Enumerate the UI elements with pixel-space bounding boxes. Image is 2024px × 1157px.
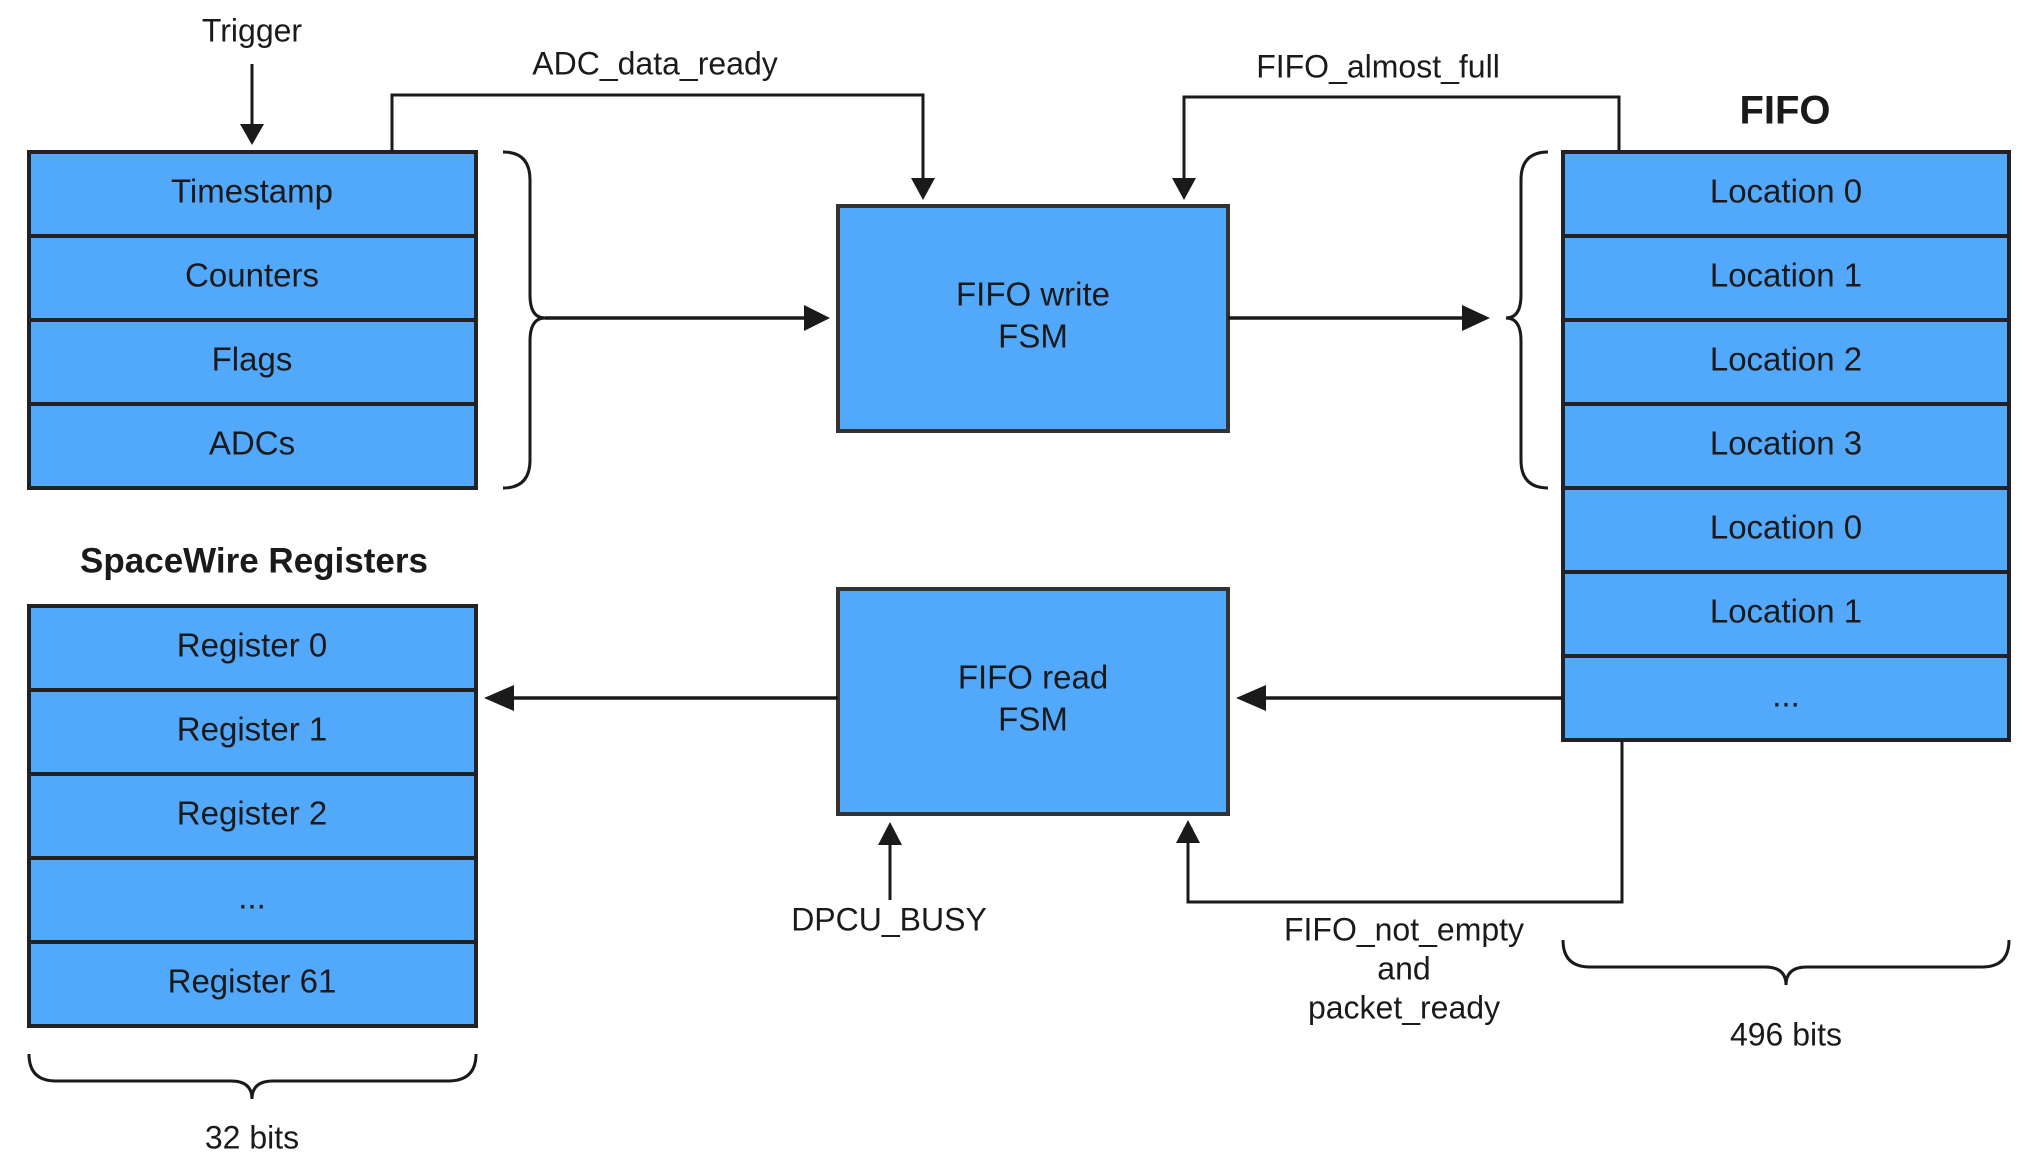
fifo-location-label: Location 0 [1710,509,1862,546]
fifo-input-brace [1505,150,1549,490]
fifo-location-label: Location 3 [1710,425,1862,462]
dpcu-busy-arrowhead [878,822,902,845]
fifo-almost-full-wire [1182,95,1621,182]
registers-width-label: 32 bits [205,1119,299,1155]
fifo-location-label: ... [1772,677,1800,714]
dpcu-busy-label: DPCU_BUSY [791,901,987,937]
fifo-location-row [1561,402,2011,490]
adc-data-ready-arrowhead [911,178,935,200]
trigger-label: Trigger [202,12,303,48]
register-label: ... [238,879,266,916]
fifo-almost-full-label: FIFO_almost_full [1256,48,1500,84]
register-label: Register 61 [168,963,337,1000]
registers-width-brace [27,1053,478,1100]
fifo-location-row [1561,150,2011,238]
read-fsm-to-registers-arrowhead [484,685,514,711]
fifo-location-label: Location 0 [1710,173,1862,210]
adcs-field-label: ADCs [209,425,295,462]
adc-data-ready-wire [390,93,925,182]
fifo-write-fsm-label-line2: FSM [998,318,1068,355]
fifo-not-empty-label-line1: FIFO_not_empty [1284,911,1524,947]
fifo-read-fsm [836,587,1230,816]
fifo-location-label: Location 1 [1710,257,1862,294]
register-row [27,604,478,692]
fifo-write-fsm-label-line1: FIFO write [956,276,1110,313]
input-record-block: Timestamp Counters Flags ADCs [27,150,478,490]
fifo-location-label: Location 2 [1710,341,1862,378]
register-row [27,688,478,776]
fifo-almost-full-arrowhead [1172,178,1196,200]
fifo-location-row [1561,486,2011,574]
fifo-read-fsm-label-line2: FSM [998,701,1068,738]
write-fsm-to-fifo-arrowhead [1462,305,1490,331]
adcs-field [27,402,478,490]
fifo-width-label: 496 bits [1730,1016,1842,1052]
register-row [27,856,478,944]
fifo-not-empty-label-line2: and [1377,950,1430,986]
register-label: Register 2 [177,795,327,832]
flags-field-label: Flags [212,341,293,378]
fifo-location-row [1561,318,2011,406]
timestamp-field-label: Timestamp [171,173,333,210]
fifo-width-brace [1561,939,2011,986]
counters-field-label: Counters [185,257,319,294]
register-row [27,772,478,860]
fifo-not-empty-wire [1186,740,1624,904]
trigger-arrowhead [240,124,264,145]
fifo-location-label: Location 1 [1710,593,1862,630]
input-record-brace [502,150,546,490]
fifo-read-fsm-label-line1: FIFO read [958,659,1108,696]
spacewire-registers-block: Register 0 Register 1 Register 2 ... Reg… [27,604,478,1028]
fifo-location-row [1561,234,2011,322]
register-row [27,940,478,1028]
counters-field [27,234,478,322]
fifo-to-read-fsm-arrowhead [1236,685,1266,711]
register-label: Register 0 [177,627,327,664]
fifo-not-empty-label-line3: packet_ready [1308,989,1500,1025]
record-to-write-fsm-arrowhead [804,305,830,331]
fifo-title: FIFO [1739,89,1830,133]
fifo-location-row [1561,654,2011,742]
fifo-location-row [1561,570,2011,658]
fifo-not-empty-arrowhead [1176,820,1200,843]
register-label: Register 1 [177,711,327,748]
spacewire-registers-title: SpaceWire Registers [80,541,428,580]
fifo-block: Location 0 Location 1 Location 2 Locatio… [1561,150,2011,742]
adc-data-ready-label: ADC_data_ready [532,45,777,81]
